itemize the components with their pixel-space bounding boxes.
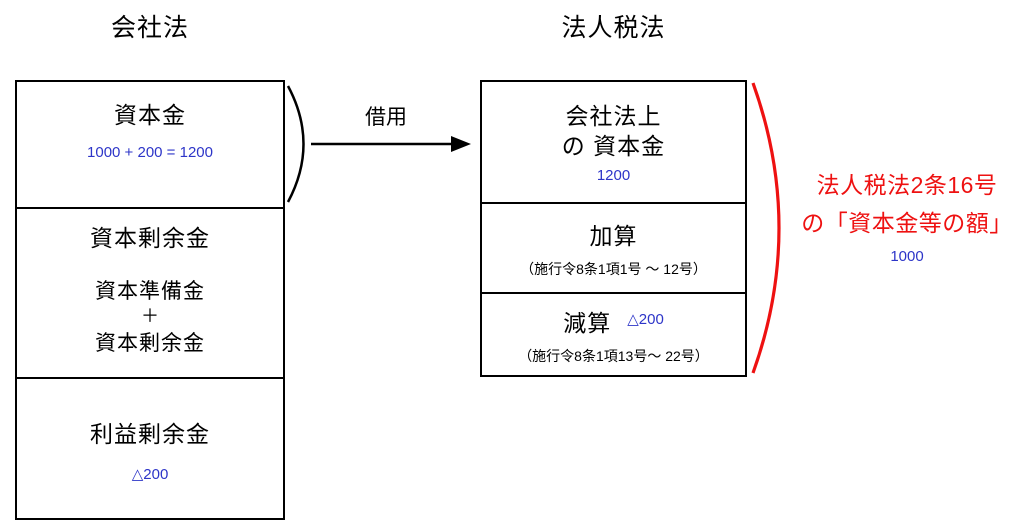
tax-capital-value: 1200: [596, 166, 631, 184]
capital-cell: 資本金 1000 + 200 = 1200: [17, 82, 283, 207]
borrow-arrow-label: 借用: [365, 106, 407, 129]
capital-etc-annotation: 法人税法2条16号 の「資本金等の額」 1000: [793, 166, 1021, 265]
addition-note: （施行令8条1項1号 ～ 12号）: [520, 261, 707, 277]
capital-brace: [286, 85, 305, 203]
corporate-tax-box: 会社法上 の 資本金 1200 加算 （施行令8条1項1号 ～ 12号） 減算 …: [480, 80, 747, 377]
corporate-tax-law-title: 法人税法: [561, 14, 666, 42]
retained-earnings-value: △200: [131, 465, 169, 483]
subtraction-note: （施行令8条1項13号～ 22号）: [518, 347, 709, 364]
retained-earnings-cell: 利益剰余金 △200: [17, 377, 283, 518]
capital-label: 資本金: [114, 102, 186, 128]
plus-sign: ＋: [141, 306, 159, 326]
subtraction-value: △200: [627, 310, 664, 328]
capital-reserve-label: 資本準備金: [95, 280, 205, 303]
annotation-value: 1000: [890, 248, 924, 265]
capital-surplus-cell: 資本剰余金 資本準備金 ＋ 資本剰余金: [17, 207, 283, 377]
company-law-box: 資本金 1000 + 200 = 1200 資本剰余金 資本準備金 ＋ 資本剰余…: [15, 80, 285, 520]
tax-capital-label-line1: 会社法上: [565, 102, 662, 129]
capital-etc-red-brace: [751, 82, 781, 374]
addition-label: 加算: [589, 223, 638, 249]
subtraction-cell: 減算 △200 （施行令8条1項13号～ 22号）: [482, 292, 745, 375]
retained-earnings-label: 利益剰余金: [90, 420, 210, 447]
tax-capital-label-line2: の 資本金: [561, 132, 666, 159]
annotation-line1: 法人税法2条16号: [816, 172, 998, 198]
tax-capital-cell: 会社法上 の 資本金 1200: [482, 82, 745, 202]
subtraction-label: 減算: [563, 309, 612, 336]
capital-surplus-component-label: 資本剰余金: [95, 332, 205, 355]
company-law-title: 会社法: [110, 14, 189, 42]
capital-value: 1000 + 200 = 1200: [87, 144, 213, 161]
capital-surplus-label: 資本剰余金: [90, 225, 210, 251]
annotation-line2: の「資本金等の額」: [801, 210, 1013, 236]
addition-cell: 加算 （施行令8条1項1号 ～ 12号）: [482, 202, 745, 292]
borrow-arrow-head: [451, 136, 471, 152]
